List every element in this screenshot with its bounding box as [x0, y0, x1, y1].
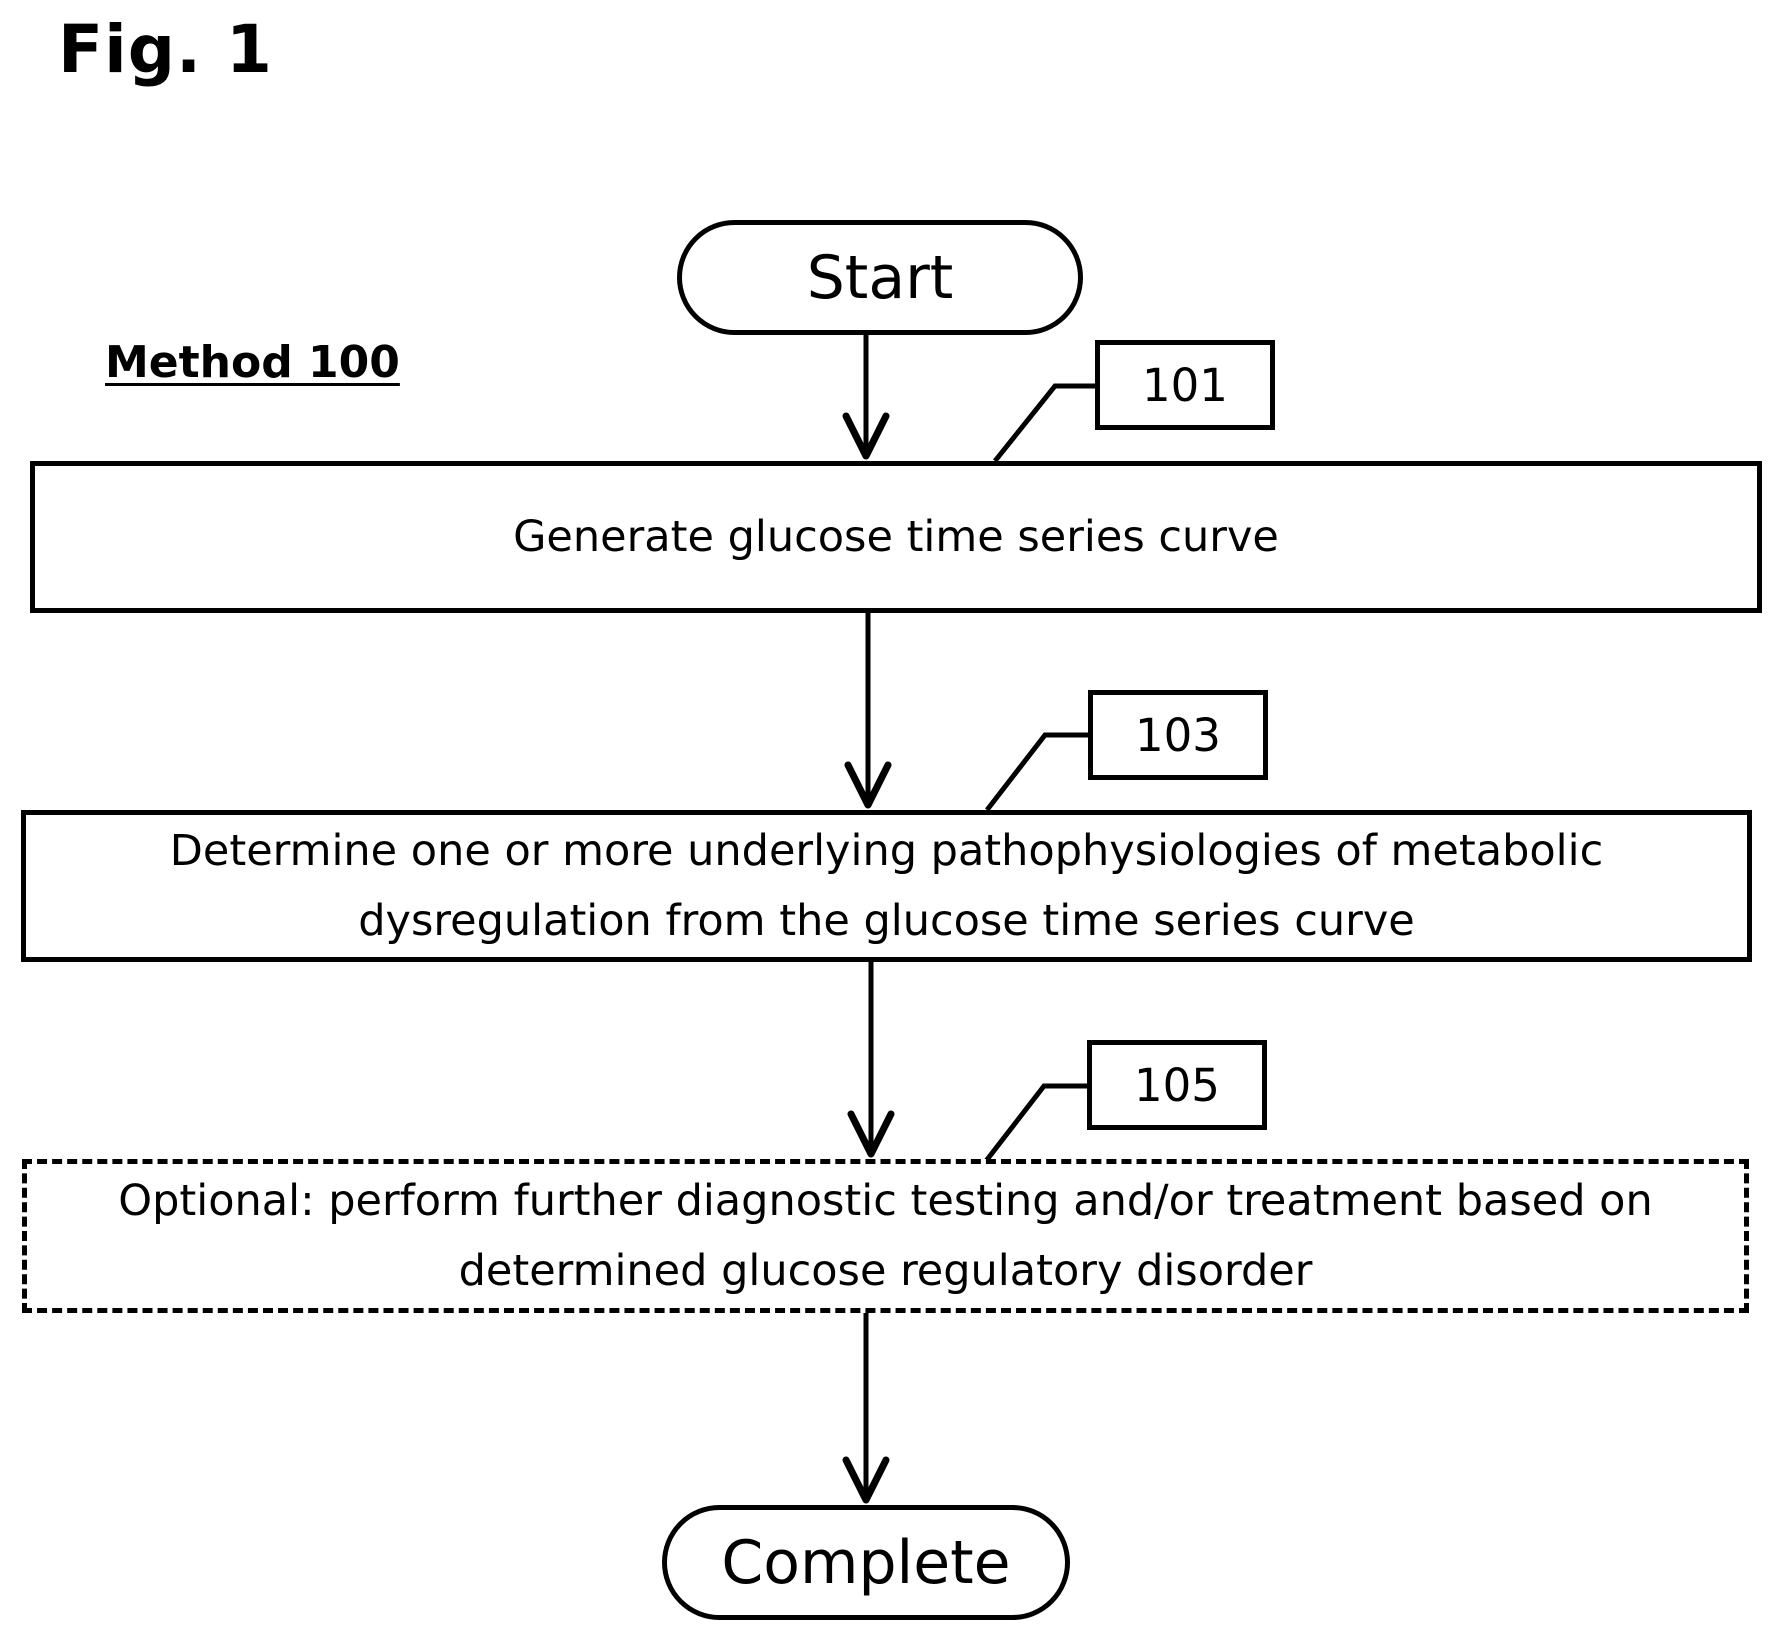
leader-line-101 [995, 386, 1095, 461]
step-103-box: Determine one or more underlying pathoph… [21, 810, 1752, 962]
reference-label-101: 101 [1095, 340, 1275, 430]
step-105-optional-box: Optional: perform further diagnostic tes… [22, 1159, 1749, 1313]
step-101-box: Generate glucose time series curve [30, 461, 1762, 613]
complete-terminator: Complete [662, 1505, 1070, 1620]
leader-line-105 [986, 1086, 1087, 1161]
reference-number-103: 103 [1135, 709, 1221, 762]
reference-number-105: 105 [1134, 1059, 1220, 1112]
reference-number-101: 101 [1142, 359, 1228, 412]
start-terminator: Start [677, 220, 1083, 335]
step-101-text: Generate glucose time series curve [513, 502, 1279, 572]
reference-label-105: 105 [1087, 1040, 1267, 1130]
step-103-text: Determine one or more underlying pathoph… [46, 816, 1727, 956]
leader-line-103 [987, 735, 1088, 810]
start-label: Start [807, 243, 954, 313]
step-105-text: Optional: perform further diagnostic tes… [47, 1166, 1724, 1306]
complete-label: Complete [721, 1528, 1010, 1598]
reference-label-103: 103 [1088, 690, 1268, 780]
